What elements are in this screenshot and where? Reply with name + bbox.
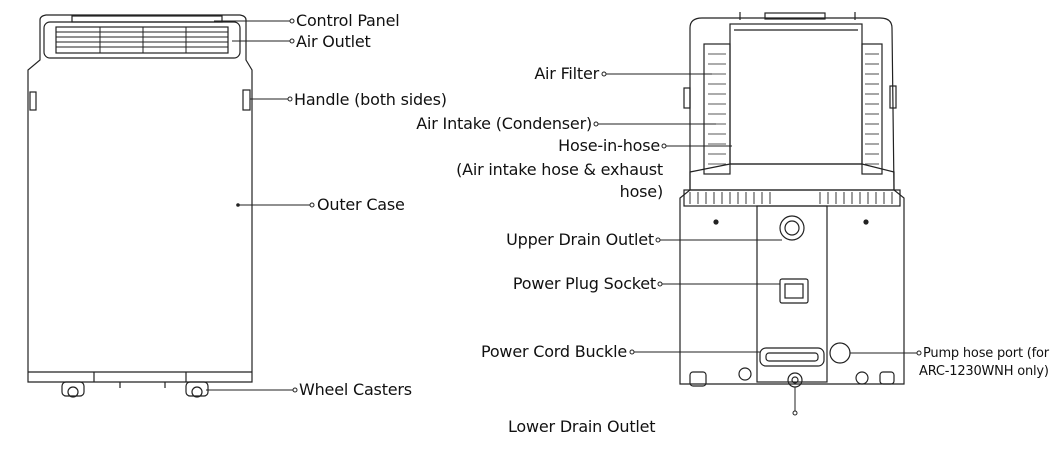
power-cord-buckle: [759, 347, 825, 367]
label-lower-drain: Lower Drain Outlet: [508, 417, 656, 436]
control-panel-strip: [71, 15, 223, 23]
label-air-filter: Air Filter: [534, 64, 599, 83]
upper-drain-outlet: [779, 215, 805, 241]
label-hose-in-hose: Hose-in-hose: [558, 136, 660, 155]
label-pump-port-1: Pump hose port (for: [923, 346, 1049, 361]
air-intake-panel: [729, 23, 863, 165]
wheel-casters: [61, 381, 209, 398]
label-hose-detail-1: (Air intake hose & exhaust: [456, 160, 663, 179]
air-filter-left: [703, 43, 731, 175]
label-hose-detail-2: hose): [619, 182, 664, 201]
label-control-panel: Control Panel: [296, 11, 400, 30]
lower-drain-outlet: [787, 372, 803, 388]
rear-outer-case: [679, 17, 905, 385]
handle-right: [242, 89, 251, 111]
front-unit: [27, 14, 315, 398]
pump-hose-port: [829, 342, 851, 364]
outer-case-outline: [27, 14, 253, 383]
air-filter-right: [861, 43, 883, 175]
front-leader-lines: [206, 20, 311, 391]
label-air-outlet: Air Outlet: [296, 32, 371, 51]
label-pump-port-2: ARC-1230WNH only): [919, 364, 1049, 379]
air-outlet-louvers: [56, 27, 228, 53]
front-leader-dots: [287, 18, 315, 393]
label-handle: Handle (both sides): [294, 90, 447, 109]
handle-left: [29, 91, 37, 111]
label-power-cord: Power Cord Buckle: [480, 342, 627, 361]
label-upper-drain: Upper Drain Outlet: [506, 230, 654, 249]
rear-unit: [593, 12, 922, 416]
label-outer-case: Outer Case: [317, 195, 405, 214]
air-outlet-grille: [55, 26, 229, 54]
power-plug-socket: [779, 278, 809, 304]
rear-leader-dots: [593, 71, 922, 416]
rear-leader-lines: [597, 73, 918, 413]
air-outlet-frame: [43, 21, 241, 59]
label-air-intake: Air Intake (Condenser): [416, 114, 592, 133]
label-wheel-casters: Wheel Casters: [299, 380, 412, 399]
label-power-plug: Power Plug Socket: [512, 274, 656, 293]
